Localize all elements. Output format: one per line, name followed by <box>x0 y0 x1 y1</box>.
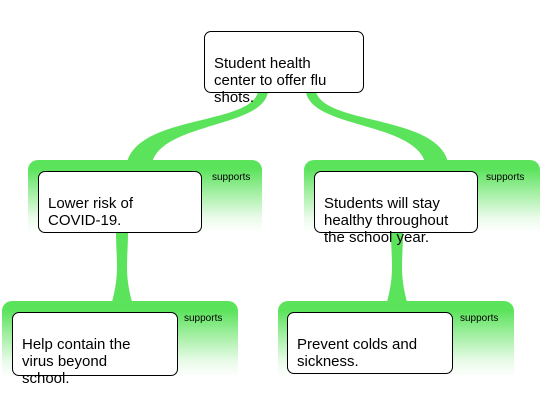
relation-label-left-child: supports <box>184 313 223 324</box>
reason-right-text: Students will stay healthy throughout th… <box>324 195 449 246</box>
reason-left-text: Lower risk of COVID-19. <box>48 195 134 229</box>
claim-root-node[interactable]: Student health center to offer flu shots… <box>204 31 364 106</box>
relation-label-right-child: supports <box>460 313 499 324</box>
reason-left-node[interactable]: Lower risk of COVID-19. <box>38 171 202 233</box>
evidence-left-node[interactable]: Help contain the virus beyond school. <box>12 312 178 387</box>
evidence-left-text: Help contain the virus beyond school. <box>22 336 131 387</box>
relation-label-left: supports <box>212 172 251 183</box>
relation-label-right: supports <box>486 172 525 183</box>
connector-left-to-child <box>112 232 132 302</box>
connector-root-to-left <box>127 92 268 162</box>
evidence-right-node[interactable]: Prevent colds and sickness. <box>287 312 453 374</box>
connector-right-to-child <box>387 232 407 302</box>
connector-root-to-right <box>306 92 448 162</box>
evidence-right-text: Prevent colds and sickness. <box>297 336 418 370</box>
claim-root-text: Student health center to offer flu shots… <box>214 55 327 106</box>
reason-right-node[interactable]: Students will stay healthy throughout th… <box>314 171 478 246</box>
